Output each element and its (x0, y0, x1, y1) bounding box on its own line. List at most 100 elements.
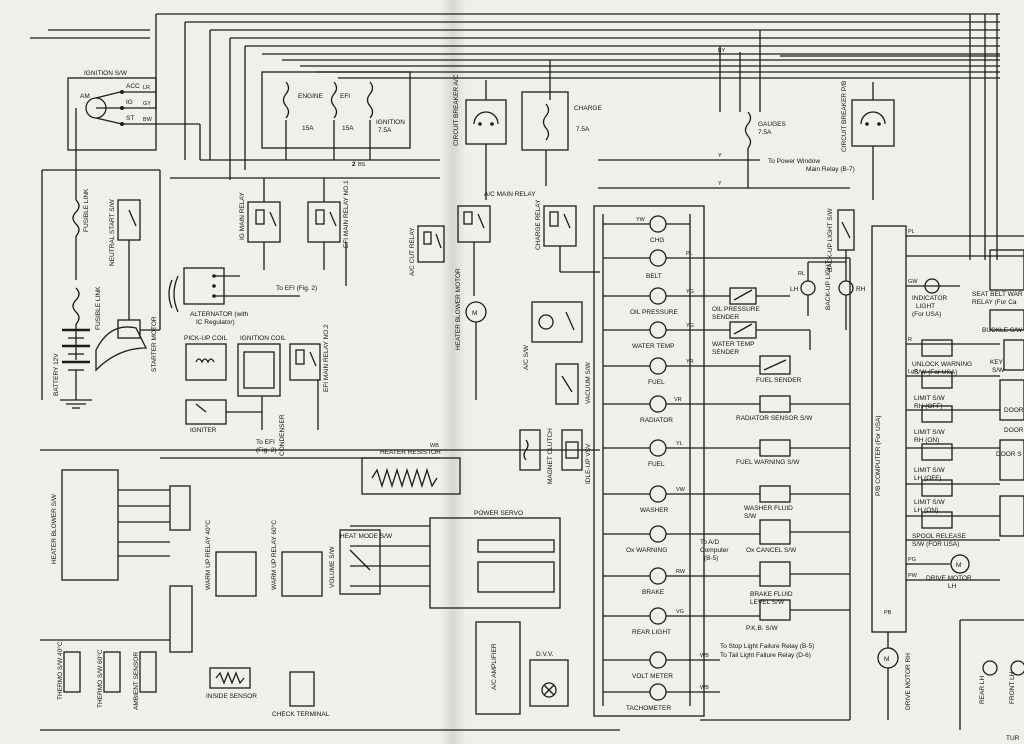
drive-motor-rh-label: DRIVE MOTOR RH (905, 653, 912, 710)
spool-release-label: SPOOL RELEASE (912, 533, 967, 540)
ignition-coil-label: IGNITION COIL (240, 335, 286, 342)
wire-code-wb-1: WB (430, 443, 439, 449)
charge-fuse-amp: 7.5A (576, 126, 590, 133)
to-ad-computer-label-2: Computer (700, 547, 729, 554)
engine-fuse-amp: 15A (302, 125, 314, 132)
ignition-fuse-amp: 7.5A (378, 127, 392, 134)
pickup-coil-label: PICK-UP COIL (184, 335, 228, 342)
instrument-cluster (593, 205, 850, 717)
ignition-fuse-label: IGNITION (376, 119, 405, 126)
wire-code-y-1: Y (718, 153, 722, 159)
ac-cut-relay-label: A/C CUT RELAY (409, 227, 416, 276)
wire-code-yg-2: YG (686, 323, 694, 329)
circuit-breaker-ac (465, 80, 569, 200)
ac-amplifier (475, 621, 569, 715)
door-label-1: DOOR (1004, 407, 1024, 414)
limit-sw-rh-on-label-2: RH (ON) (914, 437, 939, 444)
battery-circuit (41, 169, 160, 409)
right-switches: M (921, 249, 1024, 730)
radiator-lamp-label: RADIATOR (640, 417, 673, 424)
oil-pressure-sender-label-2: SENDER (712, 314, 739, 321)
senders-switches (700, 258, 851, 721)
wire-code-by-top: BY (718, 48, 726, 54)
limit-sw-lh-off-label: LIMIT S/W (914, 467, 945, 474)
svg-text:M: M (472, 310, 477, 317)
wire-code-yg-1: YG (686, 289, 694, 295)
back-up-light-lh-label: LH (790, 286, 799, 293)
ac-main-relay-label: A/C MAIN RELAY (484, 191, 536, 198)
to-ad-computer-label: To A/D (700, 539, 719, 546)
seat-belt-warning-label-2: RELAY (For Ca (972, 299, 1017, 306)
page-fold-shadow (440, 0, 466, 744)
turn-label: TUR (1006, 735, 1020, 742)
ignition-system (185, 343, 321, 430)
limit-sw-lh-off-label-2: LH (OFF) (914, 475, 941, 482)
ignition-sw-label: IGNITION S/W (84, 70, 128, 77)
ig-terminal-label: IG (126, 99, 133, 106)
engine-fuse-label: ENGINE (298, 93, 324, 100)
acc-terminal-label: ACC (126, 83, 140, 90)
drive-motor-lh-label: DRIVE MOTOR (926, 575, 972, 582)
wire-code-yl: YL (676, 441, 683, 447)
ac-amplifier-label: A/C AMPLIFIER (491, 643, 498, 690)
charge-fuse-label: CHARGE (574, 105, 602, 112)
wire-code-vr: VR (674, 397, 682, 403)
oil-pressure-sender-label: OIL PRESSURE (712, 306, 760, 313)
splice-2bs-label: 2 (352, 161, 356, 168)
thermo-sw-60-label: THERMO S/W 60°C (96, 649, 104, 708)
wire-code-lgr: LgR (908, 369, 918, 375)
door-label-3: DOOR S (996, 451, 1022, 458)
fuel-warning-sw-label: FUEL WARNING S/W (736, 459, 800, 466)
power-servo-label: POWER SERVO (474, 510, 523, 517)
to-ad-computer-label-3: (B-5) (704, 555, 718, 562)
wire-code-yw: YW (636, 217, 646, 223)
thermo-sw-40-label: THERMO S/W 40°C (56, 641, 64, 700)
back-up-light-sw-label: BACK-UP LIGHT S/W (827, 207, 834, 272)
ig-main-relay-label: IG MAIN RELAY (239, 192, 246, 240)
brake-fluid-sw-label: BRAKE FLUID (750, 591, 793, 598)
heater-blower-sw-label: HEATER BLOWER S/W (51, 493, 58, 564)
fuse-block (170, 71, 440, 179)
relays-row (247, 178, 600, 296)
washer-lamp-label: WASHER (640, 507, 669, 514)
efi-main-relay-2-label: EFI MAIN RELAY NO.2 (323, 324, 330, 392)
gauges-fuse-label: GAUGES (758, 121, 786, 128)
to-power-window-label: To Power Window (768, 158, 820, 165)
inside-sensor-label: INSIDE SENSOR (206, 693, 257, 700)
check-terminal-label: CHECK TERMINAL (272, 711, 330, 718)
wire-code-pb: PB (884, 610, 892, 616)
igniter-label: IGNITER (190, 427, 217, 434)
water-temp-sender-label: WATER TEMP (712, 341, 755, 348)
circuit-breaker-pb-label: CIRCUIT BREAKER P/B (841, 81, 848, 152)
back-up-light-label: BACK-UP LIGHT (825, 260, 832, 310)
wire-code-wb-3: WB (700, 685, 709, 691)
power-servo (350, 517, 561, 609)
starter-motor-label: STARTER MOTOR (151, 316, 158, 372)
alternator-label: ALTERNATOR (with (190, 311, 249, 318)
warm-up-relays (215, 529, 381, 597)
wire-code-bw: BW (143, 117, 153, 123)
fusible-link-label: FUSIBLE LINK (83, 188, 90, 232)
indicator-light-label: INDICATOR (912, 295, 947, 302)
unlock-warning-label: UNLOCK WARNING (912, 361, 972, 368)
wire-code-vw: VW (676, 487, 686, 493)
wire-code-gw: GW (908, 279, 918, 285)
wire-code-vg: VG (676, 609, 684, 615)
top-bus-lines (30, 13, 1000, 260)
volt-meter-label: VOLT METER (632, 673, 673, 680)
rear-lh-label: REAR LH (979, 676, 986, 704)
limit-sw-rh-off-label: LIMIT S/W (914, 395, 945, 402)
back-up-light (800, 209, 855, 330)
warm-up-relay-60-label: WARM UP RELAY 60°C (270, 520, 278, 590)
ignition-switch (67, 77, 200, 200)
heater-resistor-label: HEATER RESISTOR (380, 449, 441, 456)
drive-motor-lh-label-2: LH (948, 583, 957, 590)
neutral-start-sw-label: NEUTRAL START S/W (109, 199, 116, 266)
wire-code-y-2: Y (718, 181, 722, 187)
wire-code-r: R (908, 337, 912, 343)
wire-code-yr: YR (686, 359, 694, 365)
limit-sw-rh-on-label: LIMIT S/W (914, 429, 945, 436)
seat-belt-warning-label: SEAT BELT WAR (972, 291, 1023, 298)
rear-light-lamp-label: REAR LIGHT (632, 629, 671, 636)
wire-code-pw: PW (908, 573, 918, 579)
